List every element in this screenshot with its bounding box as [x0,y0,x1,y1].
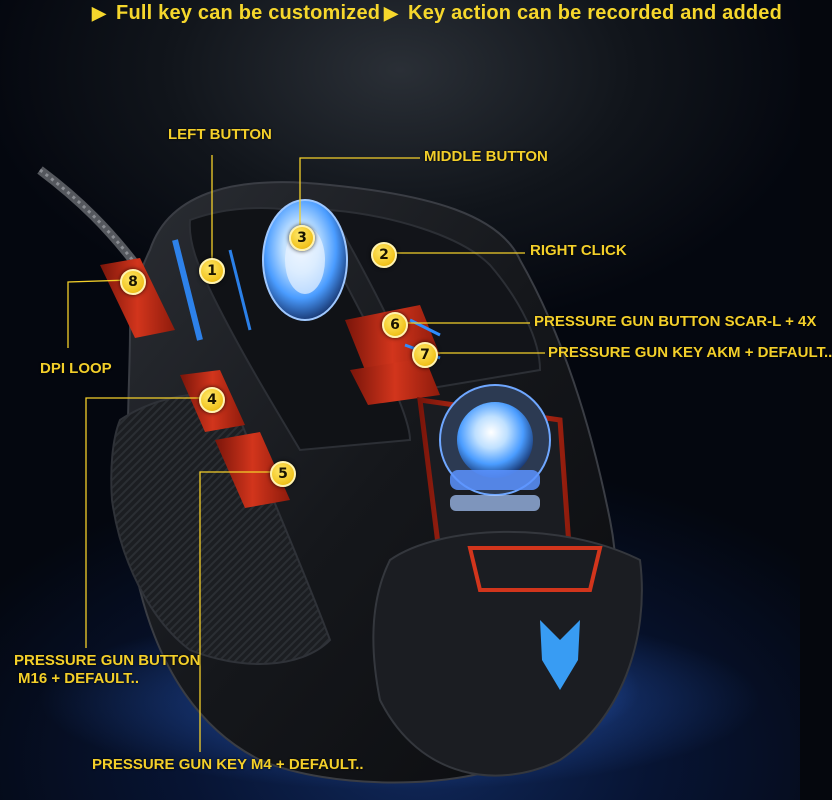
feature-label: Key action can be recorded and added [408,1,783,24]
marker-7: 7 [412,342,438,368]
callout-left-button: LEFT BUTTON [168,126,272,143]
feature-record-actions: ▶ Key action can be recorded and added [384,0,782,26]
callout-middle-button: MIDDLE BUTTON [424,148,548,165]
marker-5: 5 [270,461,296,487]
callout-m16-button: PRESSURE GUN BUTTON M16 + DEFAULT.. [14,652,200,688]
play-arrow-icon: ▶ [92,2,107,23]
callout-right-click: RIGHT CLICK [530,242,627,259]
marker-6: 6 [382,312,408,338]
play-arrow-icon: ▶ [384,2,399,23]
marker-4: 4 [199,387,225,413]
marker-3: 3 [289,225,315,251]
marker-1: 1 [199,258,225,284]
callout-scar-button: PRESSURE GUN BUTTON SCAR-L + 4X [534,313,817,330]
callout-m16-line2: M16 + DEFAULT.. [18,670,139,687]
callout-leader-lines [67,155,545,752]
feature-label: Full key can be customized [116,1,381,24]
marker-8: 8 [120,269,146,295]
marker-2: 2 [371,242,397,268]
callout-dpi-loop: DPI LOOP [40,360,112,377]
callout-akm-key: PRESSURE GUN KEY AKM + DEFAULT.. [548,344,832,361]
callout-m16-line1: PRESSURE GUN BUTTON [14,652,201,669]
feature-customizable-keys: ▶ Full key can be customized [92,0,380,26]
callout-m4-key: PRESSURE GUN KEY M4 + DEFAULT.. [92,756,364,773]
